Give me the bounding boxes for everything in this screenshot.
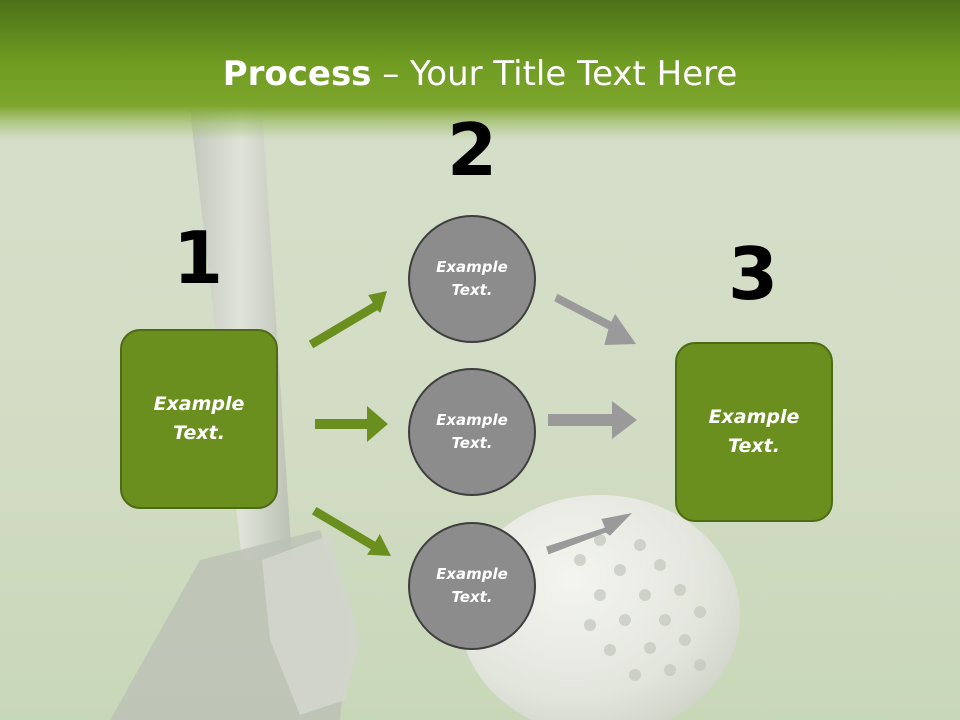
title-bold: Process: [222, 54, 372, 94]
circle-top-label: Example Text.: [436, 258, 508, 299]
slide-title: Process – Your Title Text Here: [0, 52, 960, 96]
circle-bottom-label: Example Text.: [436, 565, 508, 606]
green-arrow-up: [308, 291, 387, 349]
step-1-label: Example Text.: [153, 393, 245, 444]
title-rest: – Your Title Text Here: [371, 54, 738, 94]
step-1-box: Example Text.: [120, 329, 278, 509]
title-bar: [0, 0, 960, 140]
circle-middle-label: Example Text.: [436, 411, 508, 452]
step-number-2: 2: [446, 108, 498, 192]
gray-arrow-straight: [548, 401, 637, 439]
green-arrow-straight: [315, 406, 388, 442]
circle-middle: Example Text.: [408, 368, 536, 496]
gray-arrow-down: [554, 293, 636, 345]
gray-arrow-up: [546, 513, 632, 555]
step-number-3: 3: [727, 232, 779, 316]
step-3-label: Example Text.: [708, 406, 800, 457]
step-number-1: 1: [172, 216, 224, 300]
circle-top: Example Text.: [408, 215, 536, 343]
green-arrow-down: [311, 507, 391, 556]
circle-bottom: Example Text.: [408, 522, 536, 650]
step-3-box: Example Text.: [675, 342, 833, 522]
